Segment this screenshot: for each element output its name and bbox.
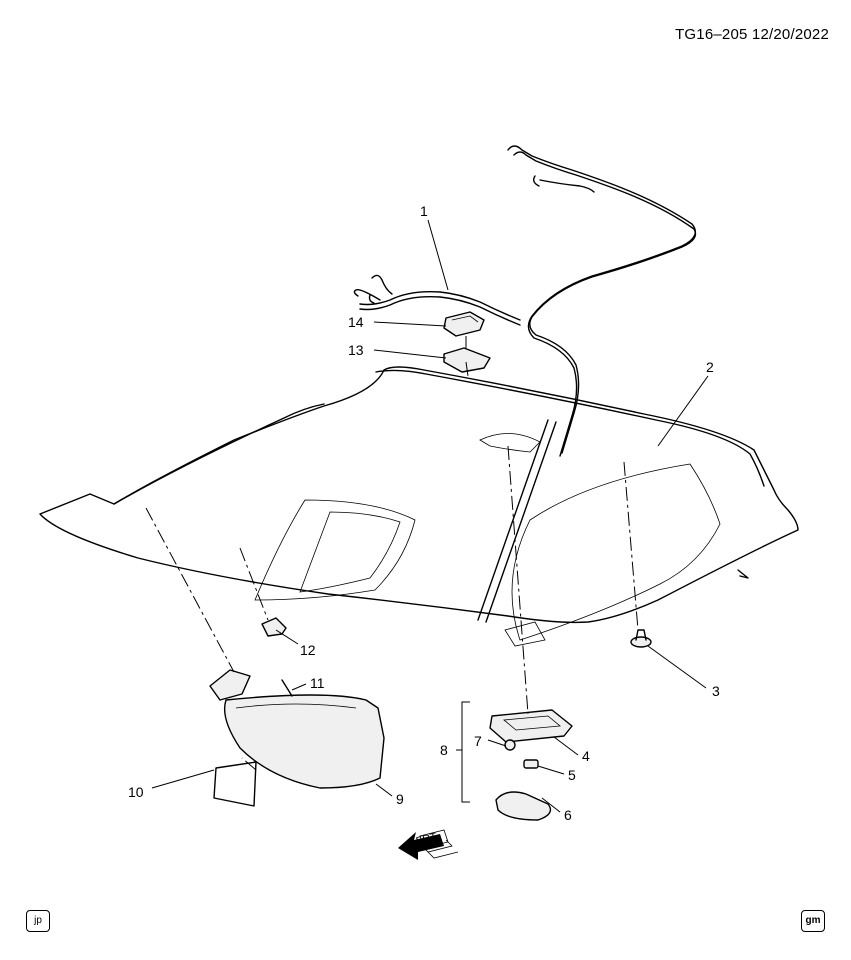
callout-3: 3 <box>712 683 720 699</box>
bracket-plate <box>443 336 491 373</box>
callout-4: 4 <box>582 748 590 764</box>
wiring-harness <box>353 145 697 457</box>
diagram-reference: TG16–205 12/20/2022 <box>675 26 829 43</box>
gm-logo-badge: gm <box>801 910 825 932</box>
harness-bracket <box>443 311 485 337</box>
callout-1: 1 <box>420 203 428 219</box>
callout-11: 11 <box>310 675 325 691</box>
callout-5: 5 <box>568 767 576 783</box>
front-label: FRT <box>415 831 439 848</box>
callout-14: 14 <box>348 314 364 330</box>
headliner-clip <box>261 617 287 637</box>
callout-8: 8 <box>440 742 448 758</box>
callout-2: 2 <box>706 359 714 375</box>
assembly-lines <box>145 361 639 771</box>
retainer-clip <box>630 629 652 648</box>
callout-7: 7 <box>474 733 482 749</box>
jp-badge: jp <box>26 910 50 932</box>
callout-9: 9 <box>396 791 404 807</box>
sunshade-label <box>213 761 257 807</box>
callout-13: 13 <box>348 342 364 358</box>
lamp-lens <box>495 791 552 821</box>
sunshade-pin <box>281 679 293 697</box>
front-direction-arrow: FRT <box>398 829 459 860</box>
callout-6: 6 <box>564 807 572 823</box>
dome-lamp-housing <box>489 709 573 743</box>
lamp-bulb <box>523 759 539 769</box>
leader-lines <box>151 219 709 813</box>
sunshade <box>209 669 385 789</box>
headliner-panel <box>39 366 799 647</box>
lamp-screw <box>504 739 516 751</box>
callout-10: 10 <box>128 784 144 800</box>
callout-12: 12 <box>300 642 316 658</box>
